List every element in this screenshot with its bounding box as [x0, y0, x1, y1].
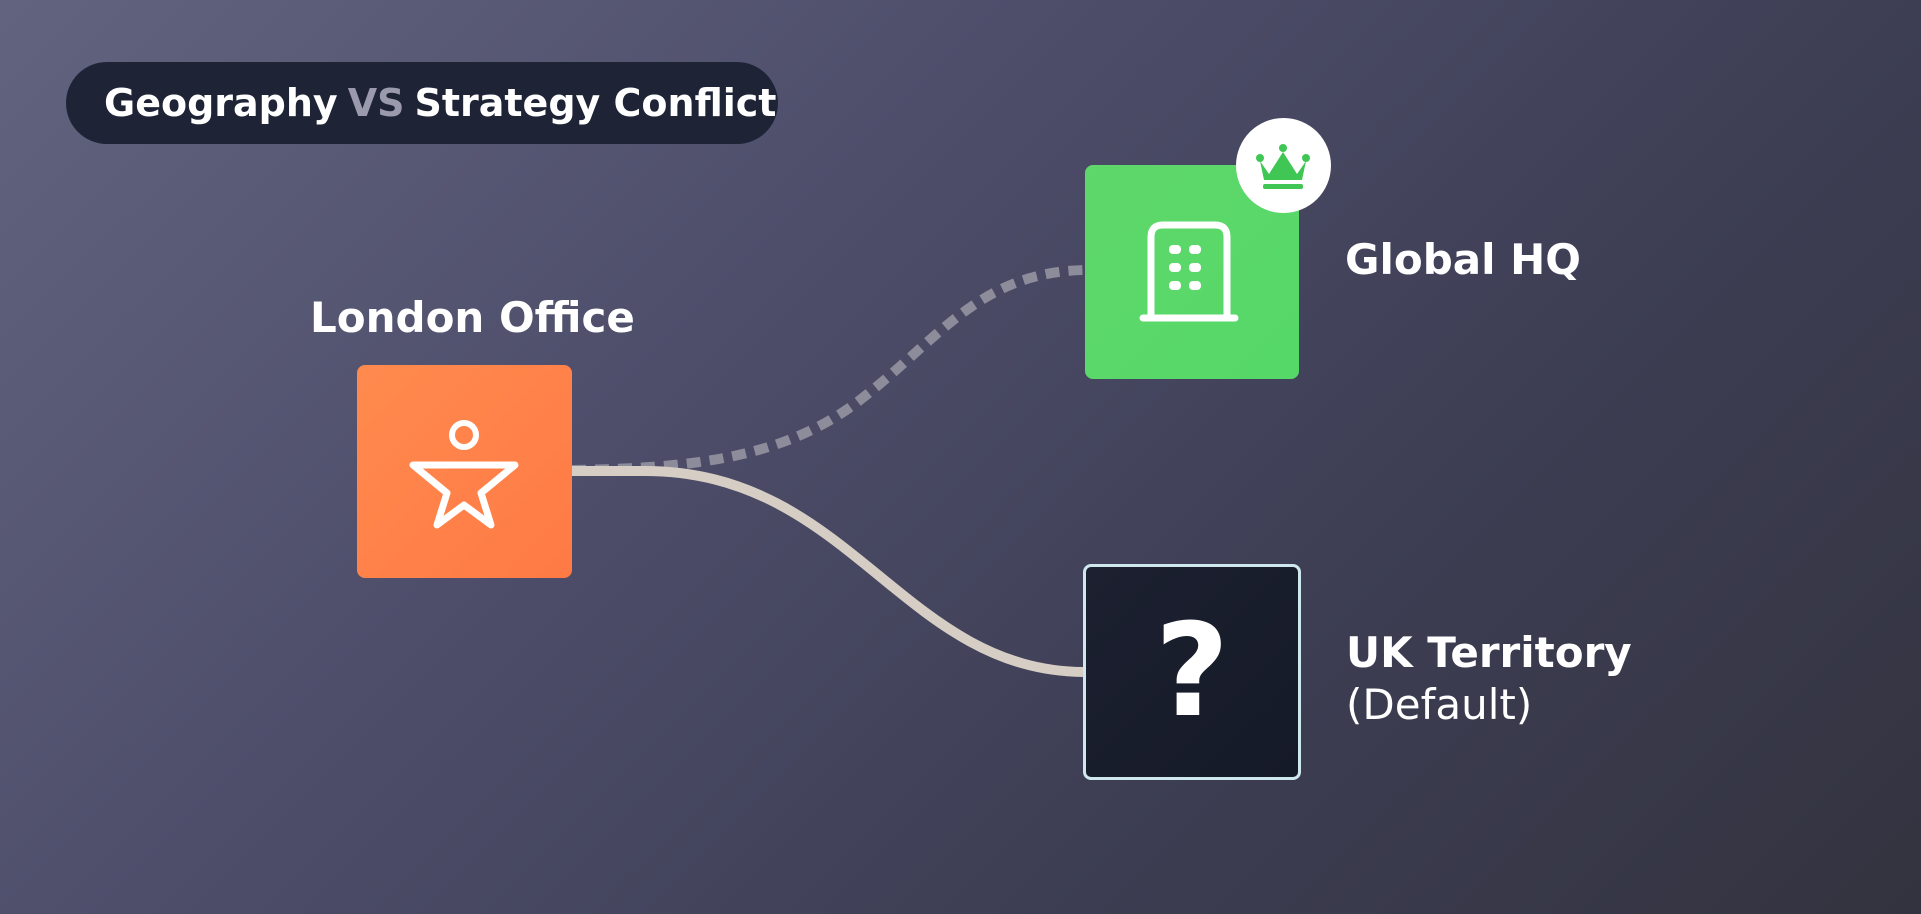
uk-territory-node[interactable]: ?	[1083, 564, 1301, 780]
london-office-label: London Office	[310, 293, 635, 342]
crown-badge	[1236, 118, 1331, 213]
title-vs: VS	[347, 81, 405, 125]
edge-london-to-hq	[571, 265, 1086, 475]
crown-icon	[1256, 144, 1310, 189]
building-icon	[1139, 221, 1239, 322]
title-strategy-conflict: Strategy Conflict	[414, 81, 777, 125]
uk-territory-label: UK Territory	[1346, 628, 1632, 677]
global-hq-node[interactable]	[1085, 165, 1299, 379]
title-geography: Geography	[104, 81, 338, 125]
global-hq-label: Global HQ	[1345, 235, 1582, 284]
person-star-icon	[409, 420, 519, 529]
london-office-node[interactable]	[357, 365, 572, 578]
question-mark-icon: ?	[1154, 597, 1230, 746]
uk-territory-sublabel: (Default)	[1346, 680, 1533, 729]
diagram-title: Geography VS Strategy Conflict	[66, 62, 778, 144]
edge-london-to-uk	[572, 465, 1084, 677]
